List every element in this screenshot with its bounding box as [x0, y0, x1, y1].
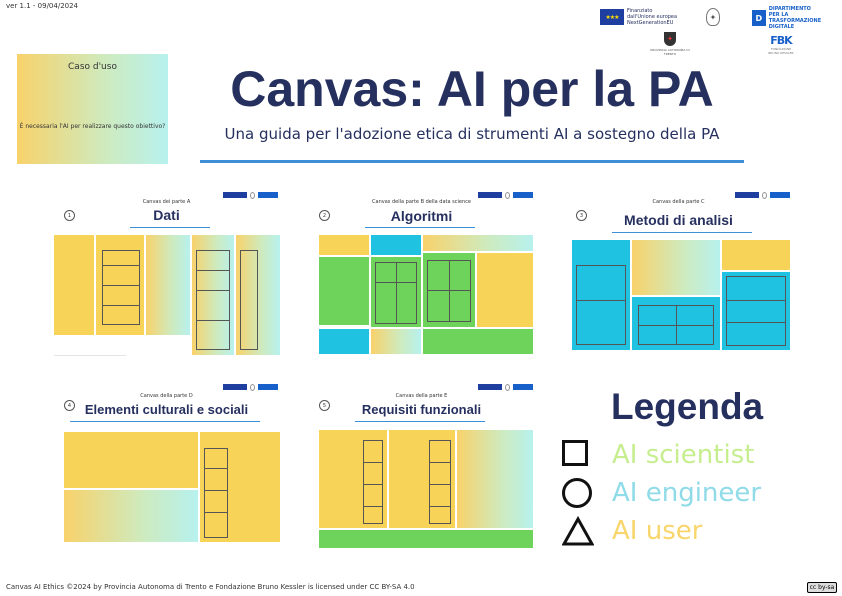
canvas-thumbnail-algoritmi[interactable]: 2 Canvas della parte B della data scienc…	[305, 190, 538, 358]
canvas-number-badge: 3	[576, 210, 587, 221]
canvas-title: Requisiti funzionali	[361, 402, 482, 417]
canvas-number-badge: 2	[319, 210, 330, 221]
title-divider	[200, 160, 744, 163]
legend-item-ai-engineer: AI engineer	[562, 478, 761, 508]
eu-flag-icon: ★★★	[600, 9, 624, 25]
cc-license-badge[interactable]: cc by-sa	[807, 582, 837, 593]
page-subtitle: Una guida per l'adozione etica di strume…	[224, 125, 720, 143]
canvas-title: Elementi culturali e sociali	[84, 402, 249, 417]
canvas-title: Metodi di analisi	[624, 212, 733, 228]
legend-item-ai-user: AI user	[561, 515, 703, 546]
canvas-thumbnail-requisiti-funzionali[interactable]: 5 Canvas della parte E Requisiti funzion…	[305, 382, 538, 550]
fbk-logo: FBK FONDAZIONE BRUNO KESSLER	[768, 34, 794, 55]
italian-emblem-icon: ✦	[706, 8, 720, 26]
trento-shield-icon: ✦	[664, 32, 676, 46]
canvas-kicker: Canvas della parte E	[395, 393, 448, 399]
canvas-kicker: Canvas della parte B della data science	[372, 199, 471, 205]
canvas-thumbnail-elementi-culturali-e-sociali[interactable]: 4 Canvas della parte D Elementi cultural…	[50, 382, 283, 550]
circle-icon	[562, 478, 592, 508]
legend-title: Legenda	[611, 386, 764, 427]
license-footer: Canvas AI Ethics ©2024 by Provincia Auto…	[6, 583, 415, 591]
canvas-thumbnail-metodi-di-analisi[interactable]: 3 Canvas della parte C Metodi di analisi	[562, 190, 795, 358]
version-label: ver 1.1 - 09/04/2024	[6, 2, 79, 10]
use-case-title: Caso d'uso	[68, 62, 117, 72]
dtd-logo: D DIPARTIMENTO PER LA TRASFORMAZIONE DIG…	[752, 6, 832, 30]
legend-label: AI scientist	[612, 440, 755, 470]
eu-funding-logo: ★★★ Finanziato dall'Unione europea NextG…	[600, 7, 690, 27]
legend-label: AI engineer	[612, 478, 762, 508]
canvas-kicker: Canvas della parte C	[652, 199, 705, 205]
canvas-thumbnail-dati[interactable]: 1 Canvas dei parte A Dati ______________…	[50, 190, 283, 358]
triangle-icon	[561, 515, 595, 546]
dtd-mark-icon: D	[752, 10, 766, 26]
canvas-number-badge: 4	[64, 400, 75, 411]
canvas-number-badge: 5	[319, 400, 330, 411]
legend-label: AI user	[612, 516, 703, 546]
legend-item-ai-scientist: AI scientist	[562, 440, 754, 470]
use-case-question: È necessaria l'AI per realizzare questo …	[19, 123, 166, 130]
canvas-title: Algoritmi	[390, 208, 453, 224]
provincia-trento-logo: ✦ PROVINCIA AUTONOMA DI TRENTO	[650, 32, 690, 60]
square-icon	[562, 440, 588, 466]
canvas-title: Dati	[153, 207, 180, 223]
canvas-kicker: Canvas della parte D	[140, 393, 193, 399]
canvas-number-badge: 1	[64, 210, 75, 221]
use-case-box[interactable]: Caso d'uso È necessaria l'AI per realizz…	[17, 54, 168, 164]
page-title: Canvas: AI per la PA	[230, 61, 714, 117]
canvas-kicker: Canvas dei parte A	[142, 199, 191, 205]
